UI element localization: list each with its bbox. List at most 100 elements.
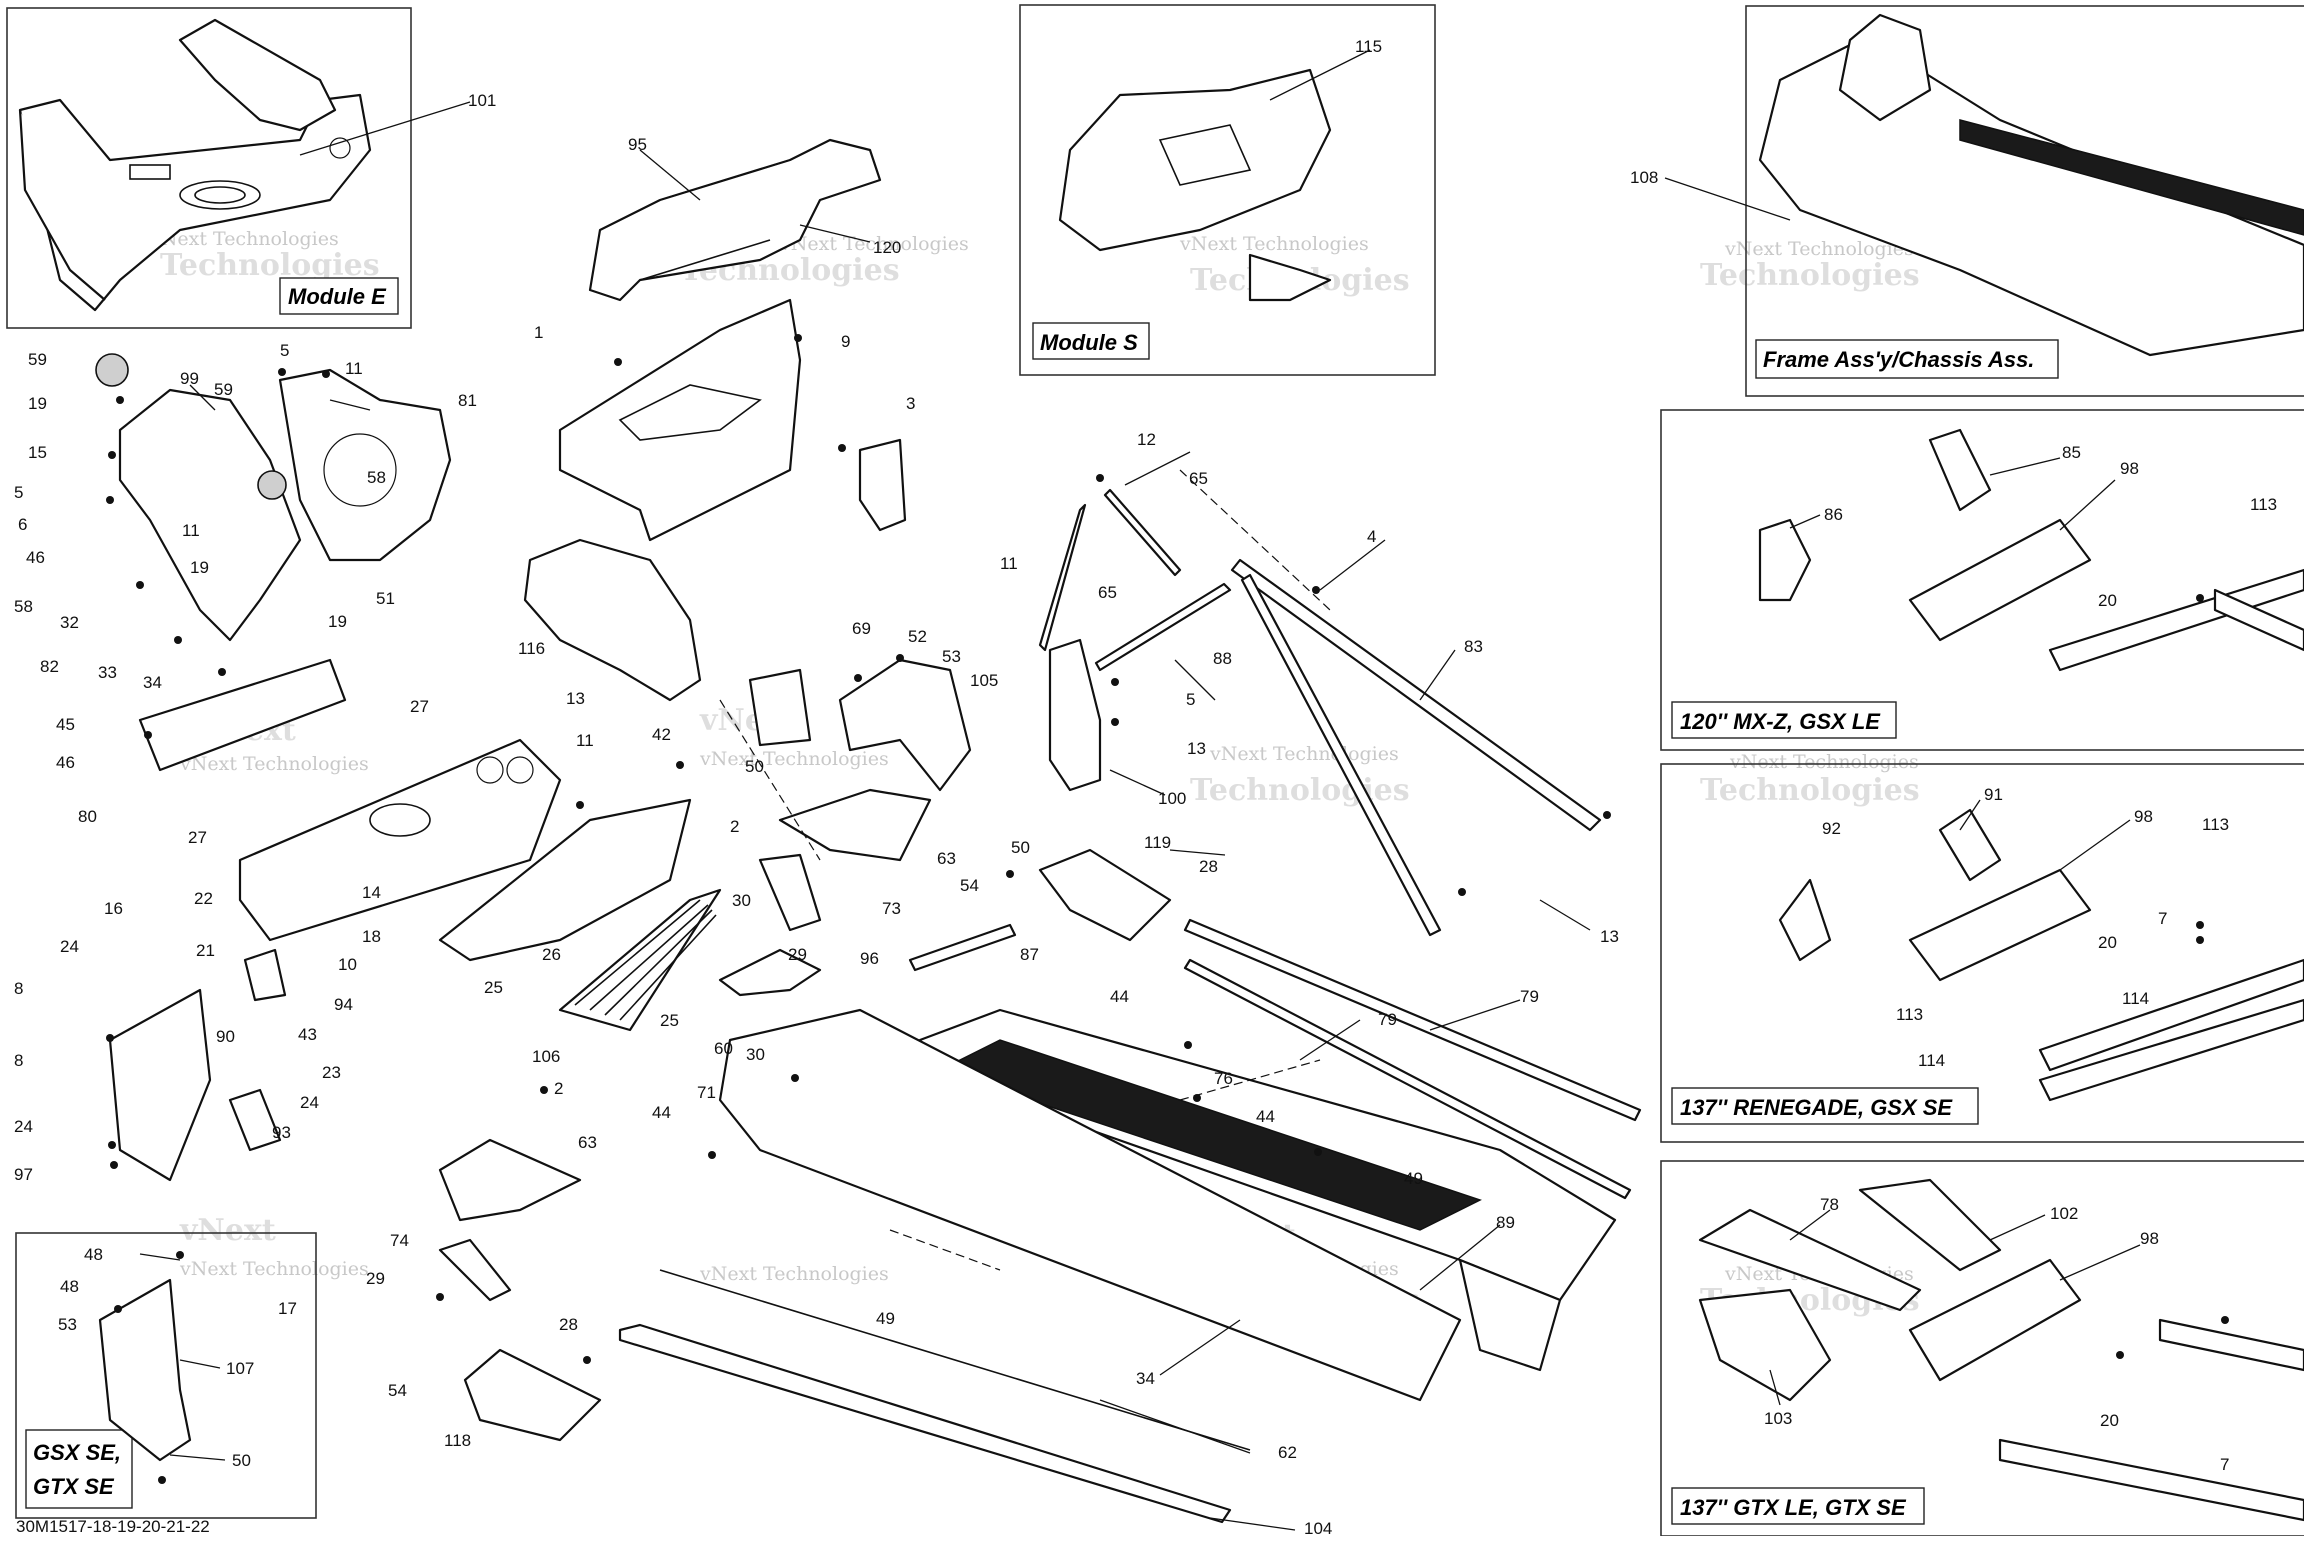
side-panel-62 [718,1008,1462,1402]
module-s-label-box [1032,322,1150,360]
callout-96: 96 [860,949,879,968]
callout-2: 2 [730,817,739,836]
bracket-93 [228,1088,282,1152]
callout-29: 29 [788,945,807,964]
callout-30: 30 [732,891,751,910]
callout-63: 63 [578,1133,597,1152]
renegade-137-label-box [1671,1087,1979,1125]
callout-29: 29 [366,1269,385,1288]
frame-assy-label: Frame Ass'y/Chassis Ass. [1763,347,2034,372]
callout-87: 87 [1020,945,1039,964]
upper-column-tube [639,159,791,281]
callout-52: 52 [908,627,927,646]
callout-5: 5 [14,483,23,502]
watermark-text: vNext Technologies [149,228,339,250]
callout-49: 49 [876,1309,895,1328]
callout-54: 54 [388,1381,407,1400]
callout-27: 27 [410,697,429,716]
callout-34: 34 [143,673,162,692]
callout-107: 107 [226,1359,254,1378]
callout-115: 115 [1355,37,1382,56]
strut-65-right [1103,488,1182,577]
callout-30: 30 [746,1045,765,1064]
callout-98: 98 [2140,1229,2159,1248]
callout-48: 48 [84,1245,103,1264]
strut-65-left [1038,503,1087,652]
plate-27-oval [369,803,431,837]
bracket-90 [108,988,212,1182]
callout-98: 98 [2134,807,2153,826]
callout-62: 62 [1278,1443,1297,1462]
callout-13: 13 [1187,739,1206,758]
callout-113: 113 [2250,495,2277,514]
watermark-text: vNext Technologies [699,748,889,770]
bracket-74 [438,1238,512,1302]
callout-92: 92 [1822,819,1841,838]
callout-85: 85 [2062,443,2081,462]
module-e-slot [129,164,171,180]
callout-106: 106 [532,1047,560,1066]
callout-6: 6 [18,515,27,534]
callout-43: 43 [298,1025,317,1044]
watermark-text: vNext Technologies [779,233,969,255]
module-s-window [1158,124,1252,186]
rail-renegade-b [2038,998,2304,1102]
callout-49: 49 [1404,1169,1423,1188]
bracket-98b [1908,868,2092,982]
callout-25: 25 [660,1011,679,1030]
module-e-label-box [279,277,399,315]
bracket-73 [758,853,822,932]
rail-79a [1183,918,1642,1122]
callout-91: 91 [1984,785,2003,804]
watermark-text: Technologies [1190,773,1410,808]
tunnel-89-dark [938,1039,1482,1231]
callout-95: 95 [628,135,647,154]
callout-97: 97 [14,1165,33,1184]
watermark-text: vNext Technologies [699,1263,889,1285]
callout-104: 104 [1304,1519,1332,1536]
callout-15: 15 [28,443,47,462]
callout-59: 59 [214,380,233,399]
plate-27 [238,738,562,942]
callout-83: 83 [1464,637,1483,656]
bracket-102 [1858,1178,2002,1272]
callout-86: 86 [1824,505,1843,524]
tunnel-flap [1458,1258,1562,1372]
module-s-frame [1058,68,1332,252]
callout-90: 90 [216,1027,235,1046]
renegade-137-label: 137'' RENEGADE, GSX SE [1680,1095,1953,1120]
rail-mxz-b [2213,588,2304,652]
gsx-gtx-se-label-2: GTX SE [33,1474,115,1499]
callout-46: 46 [26,548,45,567]
callout-1: 1 [534,323,543,342]
gtx-137-label: 137'' GTX LE, GTX SE [1680,1495,1907,1520]
callout-89: 89 [1496,1213,1515,1232]
callout-114: 114 [1918,1051,1945,1070]
callout-9: 9 [841,332,850,351]
callout-18: 18 [362,927,381,946]
frame-assy-hoop [1838,13,1932,122]
inset-panels: Module E Module S Frame Ass'y/Chassis As… [6,4,2304,1537]
callout-50: 50 [232,1451,251,1470]
frame-assy-rail-dark [1959,119,2304,236]
callout-71: 71 [697,1083,716,1102]
bracket-96 [718,948,822,997]
watermark-text: vNext Technologies [179,1258,369,1280]
callout-21: 21 [196,941,215,960]
watermark-text: vNext Technologies [1724,238,1914,260]
module-s-bracket [1248,253,1332,302]
callout-88: 88 [1213,649,1232,668]
rail-gtx-b [2158,1318,2304,1372]
callout-34: 34 [1136,1369,1155,1388]
callout-101: 101 [468,91,496,110]
callout-2: 2 [554,1079,563,1098]
callout-82: 82 [40,657,59,676]
callout-76: 76 [1214,1069,1233,1088]
gsx-gtx-se-label-box [25,1429,133,1509]
callout-11: 11 [576,731,594,750]
module-e-front-hoop [178,18,337,132]
callout-119: 119 [1144,833,1171,852]
callout-51: 51 [376,589,395,608]
callout-7: 7 [2158,909,2167,928]
